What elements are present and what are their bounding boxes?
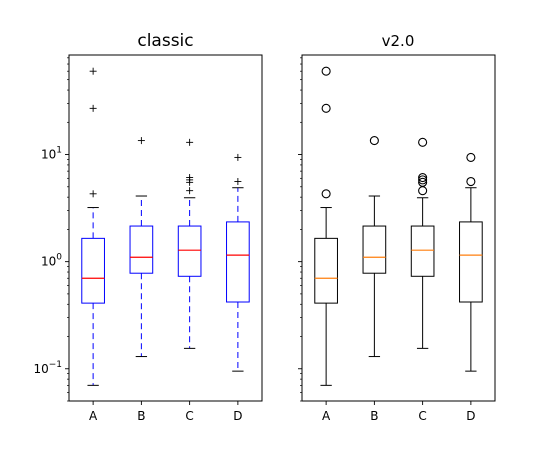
box-marks <box>314 66 483 386</box>
box-group-C <box>410 137 435 349</box>
x-tick-label: C <box>418 409 426 423</box>
box <box>314 237 338 304</box>
flier <box>321 103 331 113</box>
y-tick-label: 100 <box>41 253 62 269</box>
flier <box>186 138 194 146</box>
flier <box>466 176 476 187</box>
flier <box>89 104 97 112</box>
box <box>177 225 202 277</box>
x-axis-ticks: A B C D <box>89 401 243 423</box>
chart-title: v2.0 <box>382 32 415 50</box>
flier <box>466 152 476 162</box>
flier <box>369 136 379 146</box>
y-tick-label: 101 <box>41 146 62 162</box>
box-group-C <box>177 138 202 349</box>
flier <box>418 172 428 183</box>
box <box>129 225 154 274</box>
x-tick-label: D <box>233 409 242 423</box>
flier <box>418 177 428 187</box>
x-tick-label: D <box>466 409 475 423</box>
flier <box>89 67 97 75</box>
axes-frame <box>301 54 496 402</box>
box <box>410 225 435 277</box>
chart-title: classic <box>137 31 193 51</box>
flier <box>321 66 331 76</box>
x-tick-label: A <box>89 409 98 423</box>
box-group-A <box>314 66 338 386</box>
flier <box>418 137 428 147</box>
flier <box>418 175 428 185</box>
y-tick-label: 10−1 <box>33 360 62 376</box>
x-tick-label: B <box>370 409 378 423</box>
flier <box>186 174 194 182</box>
x-tick-label: A <box>322 409 331 423</box>
box-marks <box>81 67 250 386</box>
flier <box>137 137 145 145</box>
x-tick-label: B <box>137 409 145 423</box>
box-group-A <box>81 67 105 386</box>
box <box>362 225 387 274</box>
box-group-B <box>129 137 154 358</box>
box-group-D <box>226 153 250 372</box>
flier <box>89 190 97 198</box>
box-group-B <box>362 136 387 358</box>
box <box>459 221 483 303</box>
x-axis-ticks: A B C D <box>322 401 476 423</box>
v2-boxplot-panel: v2.0 A B C D <box>298 32 496 423</box>
x-tick-label: C <box>185 409 193 423</box>
classic-boxplot-panel: classic 10−1 100 101 A B C D <box>33 31 263 423</box>
box <box>81 237 105 304</box>
flier <box>321 189 331 199</box>
box <box>226 221 250 303</box>
flier <box>234 153 242 161</box>
box-group-D <box>459 152 483 372</box>
axes-frame <box>68 54 263 402</box>
flier <box>186 187 194 195</box>
flier <box>234 178 242 186</box>
